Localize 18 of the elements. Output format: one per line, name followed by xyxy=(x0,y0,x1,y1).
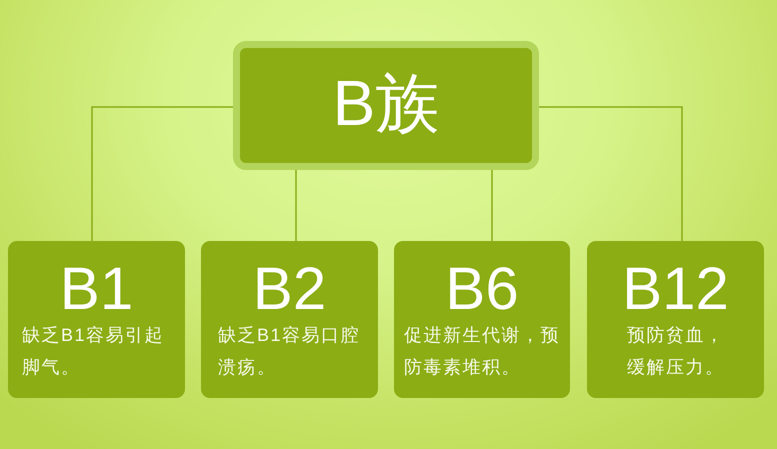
vitamin-card xyxy=(8,241,185,398)
card-description: 缺乏B1容易引起脚气。 xyxy=(22,324,166,379)
card-description: 预防贫血，缓解压力。 xyxy=(626,324,726,379)
category-title: B族 xyxy=(332,70,440,134)
card-heading: B12 xyxy=(622,259,729,319)
category-box xyxy=(233,41,539,170)
card-heading: B2 xyxy=(252,259,326,319)
connector-line xyxy=(91,106,233,241)
connector-line xyxy=(491,170,493,241)
card-description: 缺乏B1容易口腔溃疡。 xyxy=(218,324,362,379)
card-description: 促进新生代谢，预防毒素堆积。 xyxy=(404,324,561,379)
vitamin-card xyxy=(201,241,378,398)
vitamin-card xyxy=(394,241,570,398)
vitamin-card xyxy=(587,241,764,398)
card-heading: B6 xyxy=(445,259,519,319)
card-heading: B1 xyxy=(60,259,134,319)
connector-line xyxy=(539,106,683,241)
connector-line xyxy=(295,170,297,241)
